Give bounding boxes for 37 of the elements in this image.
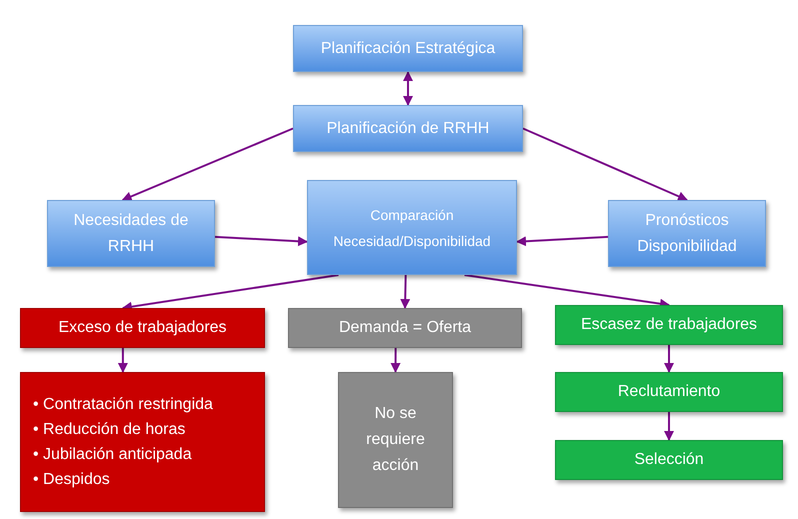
outcome-box: [555, 305, 783, 345]
action-box: [555, 372, 783, 412]
action-box: [20, 372, 265, 512]
box-label: Necesidades de RRHH: [72, 210, 190, 256]
list-item: • Despidos: [33, 470, 110, 490]
arrow: [214, 236, 308, 246]
list-item: • Jubilación anticipada: [33, 445, 192, 465]
action-box: [555, 440, 783, 480]
arrow: [400, 274, 410, 309]
process-box: [307, 180, 517, 275]
box-label: Selección: [634, 450, 704, 470]
list-item: • Reducción de horas: [33, 420, 186, 440]
box-label: Pronósticos Disponibilidad: [636, 210, 738, 256]
box-label: Exceso de trabajadores: [58, 318, 227, 338]
box-label: Demanda = Oferta: [338, 318, 472, 338]
arrow: [522, 128, 688, 201]
box-label: Planificación de RRHH: [326, 118, 490, 138]
arrow: [403, 71, 413, 106]
arrow: [390, 348, 401, 373]
process-box: [47, 200, 215, 267]
process-box: [608, 200, 766, 267]
list-item: • Contratación restringida: [33, 395, 213, 415]
process-box: [293, 105, 523, 152]
outcome-box: [288, 308, 522, 348]
arrow: [664, 412, 674, 441]
process-box: [293, 25, 523, 72]
arrow: [516, 236, 608, 246]
action-box: [338, 372, 453, 508]
arrow: [118, 348, 128, 373]
box-label: Escasez de trabajadores: [580, 315, 758, 335]
outcome-box: [20, 308, 265, 348]
arrow: [664, 345, 674, 373]
arrow: [122, 128, 294, 202]
box-label: Planificación Estratégica: [320, 38, 496, 58]
box-label: Comparación Necesidad/Disponibilidad: [332, 206, 492, 251]
box-label: No se requiere acción: [365, 404, 426, 476]
box-label: Reclutamiento: [618, 382, 720, 402]
